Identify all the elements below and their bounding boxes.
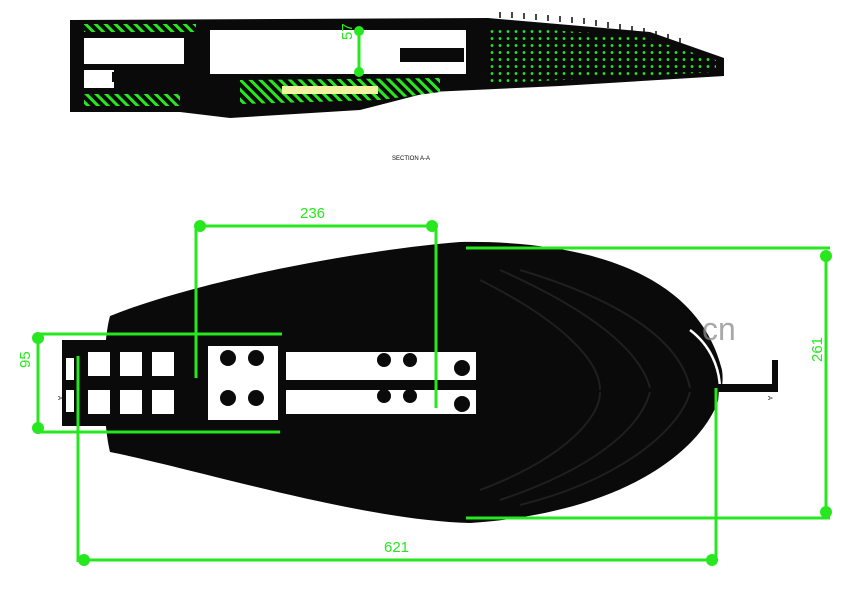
plan-heatsink-ridges bbox=[479, 269, 691, 506]
dimension-label-261: 261 bbox=[809, 337, 826, 362]
section-chamber-left bbox=[84, 38, 184, 64]
plan-housing bbox=[104, 241, 723, 523]
section-height-dim-end bbox=[354, 67, 364, 77]
plan-rear-spigot bbox=[716, 360, 778, 392]
section-bracket bbox=[112, 72, 192, 82]
section-hatch-lens bbox=[282, 86, 378, 94]
section-height-dim-end bbox=[354, 26, 364, 36]
plan-cavity bbox=[208, 346, 278, 420]
dimension-label-236: 236 bbox=[300, 205, 325, 222]
section-view: 57 SECTION A-A bbox=[70, 12, 724, 162]
plan-mount-slot bbox=[66, 390, 74, 412]
plan-frame-cell bbox=[152, 352, 174, 376]
plan-frame-cell bbox=[152, 390, 174, 414]
watermark-text: cn bbox=[702, 311, 736, 347]
plan-bolts bbox=[220, 350, 470, 412]
cut-marker-left: A bbox=[56, 396, 62, 400]
section-fin-pins bbox=[499, 12, 681, 44]
dimension-label-621: 621 bbox=[384, 539, 409, 556]
section-hatch-left bbox=[84, 94, 180, 106]
dimension-lines bbox=[36, 224, 830, 562]
section-chamber-left-lower bbox=[84, 70, 114, 88]
section-height-dim-label: 57 bbox=[339, 23, 356, 40]
dimension-label-95: 95 bbox=[17, 351, 34, 368]
section-heatsink-fins bbox=[486, 26, 716, 84]
section-hatch-top bbox=[84, 24, 196, 32]
plan-mount-slot bbox=[66, 358, 74, 380]
section-driver-block bbox=[400, 48, 464, 62]
plan-frame-cell bbox=[120, 352, 142, 376]
plan-frame-cell bbox=[88, 390, 110, 414]
section-caption: SECTION A-A bbox=[392, 156, 430, 162]
plan-view: A A bbox=[56, 241, 778, 523]
cut-marker-right: A bbox=[766, 396, 772, 400]
dimension-endpoints bbox=[32, 220, 832, 566]
plan-frame-cell bbox=[120, 390, 142, 414]
plan-frame-cell bbox=[88, 352, 110, 376]
